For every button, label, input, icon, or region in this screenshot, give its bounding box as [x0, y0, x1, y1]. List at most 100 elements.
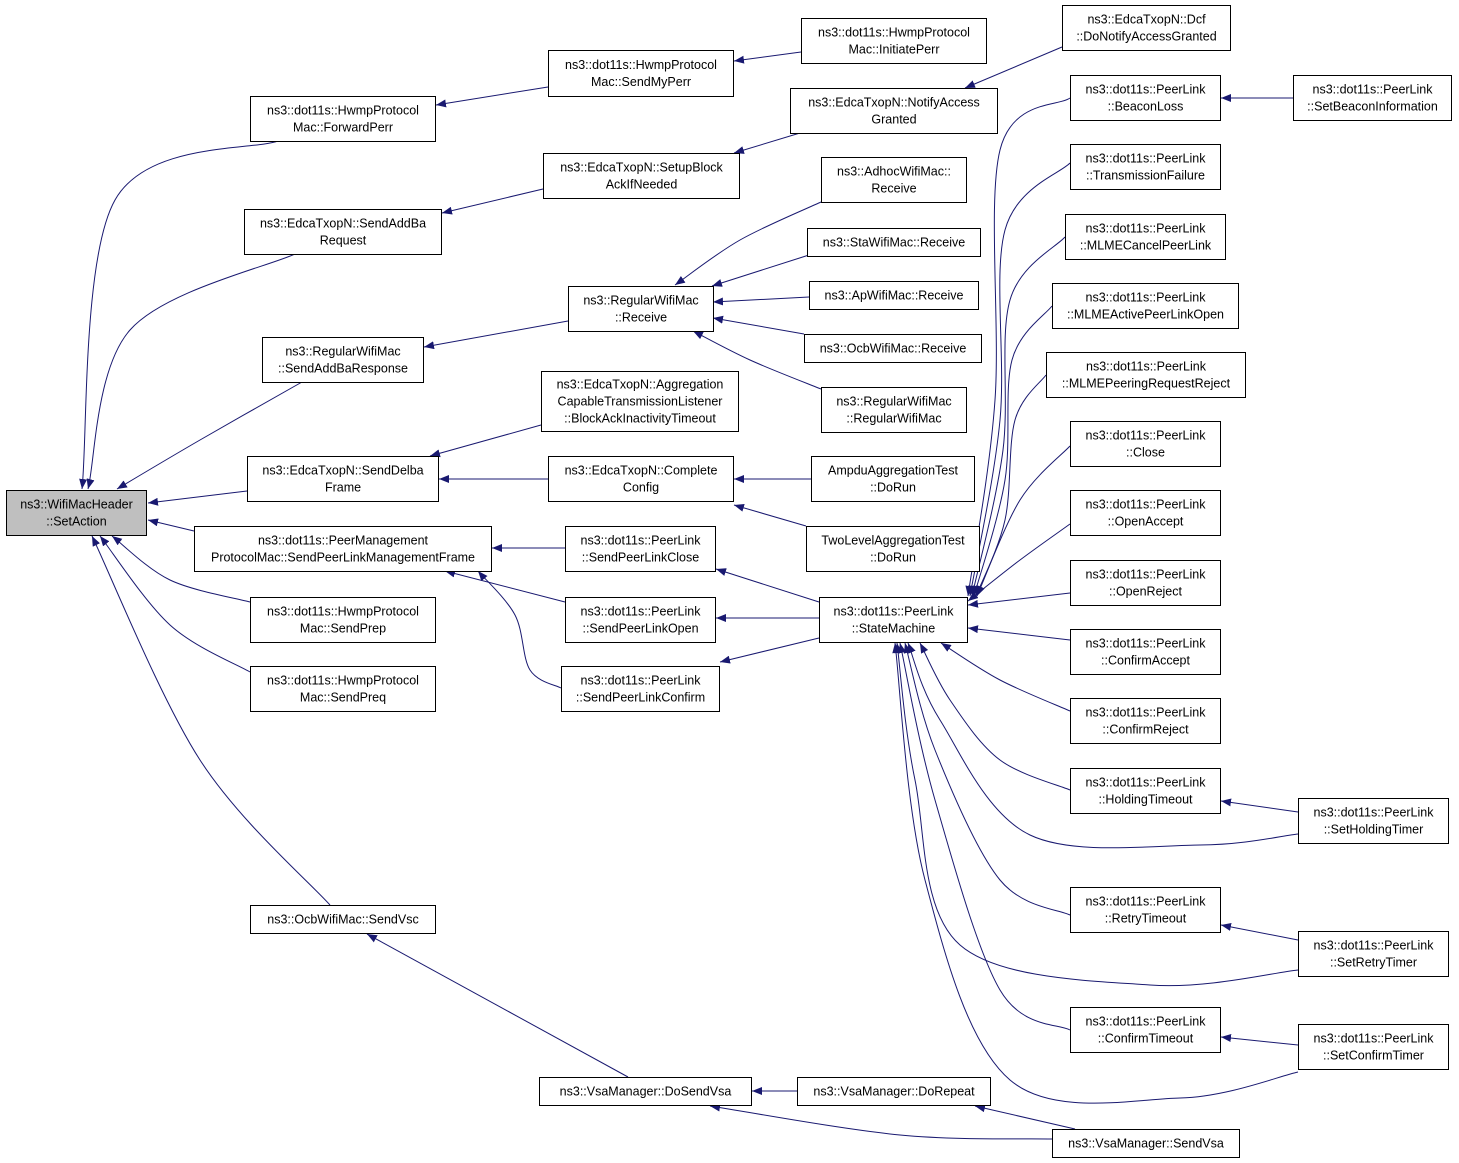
node-statemachine[interactable]: ns3::dot11s::PeerLink::StateMachine: [819, 597, 968, 643]
node-label: ::OpenReject: [1109, 585, 1182, 599]
node-box: [262, 337, 424, 383]
node-root[interactable]: ns3::WifiMacHeader::SetAction: [6, 490, 147, 536]
node-mlmeactive[interactable]: ns3::dot11s::PeerLink::MLMEActivePeerLin…: [1052, 283, 1239, 329]
node-label: ns3::EdcaTxopN::SendDelba: [262, 464, 423, 478]
node-confirmtimeout[interactable]: ns3::dot11s::PeerLink::ConfirmTimeout: [1070, 1007, 1221, 1053]
node-label: ns3::dot11s::PeerLink: [581, 605, 702, 619]
node-box: [801, 18, 987, 64]
node-label: ProtocolMac::SendPeerLinkManagementFrame: [211, 551, 475, 565]
edge-mlmepeering-to-statemachine: [975, 374, 1047, 597]
node-ocbsendvsc[interactable]: ns3::OcbWifiMac::SendVsc: [250, 905, 436, 934]
node-regctor[interactable]: ns3::RegularWifiMac::RegularWifiMac: [821, 387, 967, 433]
node-aprecv[interactable]: ns3::ApWifiMac::Receive: [809, 281, 979, 310]
node-fwdperr[interactable]: ns3::dot11s::HwmpProtocolMac::ForwardPer…: [250, 96, 436, 142]
node-label: Request: [320, 234, 367, 248]
node-box: [1062, 5, 1231, 51]
node-notifyaccess[interactable]: ns3::EdcaTxopN::NotifyAccessGranted: [790, 88, 998, 134]
node-label: ::SendAddBaResponse: [278, 362, 408, 376]
node-label: ns3::StaWifiMac::Receive: [823, 236, 965, 250]
node-splconfirm[interactable]: ns3::dot11s::PeerLink::SendPeerLinkConfi…: [561, 666, 720, 712]
node-setretry[interactable]: ns3::dot11s::PeerLink::SetRetryTimer: [1298, 931, 1449, 977]
node-box: [809, 281, 979, 310]
edge-sendmyperr-to-fwdperr: [435, 86, 549, 108]
node-box: [1046, 352, 1246, 398]
node-label: ::SendPeerLinkConfirm: [576, 691, 705, 705]
node-mlmepeering[interactable]: ns3::dot11s::PeerLink::MLMEPeeringReques…: [1046, 352, 1246, 398]
node-label: ns3::VsaManager::SendVsa: [1068, 1137, 1224, 1151]
node-adhocrecv[interactable]: ns3::AdhocWifiMac::Receive: [821, 157, 967, 203]
edge-statemachine-to-splconfirm: [719, 637, 820, 664]
node-openaccept[interactable]: ns3::dot11s::PeerLink::OpenAccept: [1070, 490, 1221, 536]
node-box: [1298, 1024, 1449, 1070]
node-label: Mac::ForwardPerr: [293, 121, 393, 135]
node-starecv[interactable]: ns3::StaWifiMac::Receive: [807, 228, 981, 257]
node-box: [1070, 887, 1221, 933]
node-label: ::ConfirmAccept: [1101, 654, 1190, 668]
node-label: ns3::RegularWifiMac: [836, 395, 951, 409]
node-dorepeat[interactable]: ns3::VsaManager::DoRepeat: [797, 1077, 991, 1106]
node-sendplmf[interactable]: ns3::dot11s::PeerManagementProtocolMac::…: [194, 526, 492, 572]
node-setbeacon[interactable]: ns3::dot11s::PeerLink::SetBeaconInformat…: [1293, 75, 1452, 121]
node-label: Mac::SendPrep: [300, 622, 386, 636]
nodes-layer: ns3::WifiMacHeader::SetActionns3::dot11s…: [6, 5, 1452, 1158]
node-label: ns3::dot11s::PeerLink: [1086, 429, 1207, 443]
node-label: ::MLMEActivePeerLinkOpen: [1067, 308, 1224, 322]
node-openreject[interactable]: ns3::dot11s::PeerLink::OpenReject: [1070, 560, 1221, 606]
node-ampdutest[interactable]: AmpduAggregationTest::DoRun: [811, 456, 975, 502]
node-label: ns3::EdcaTxopN::NotifyAccess: [808, 96, 980, 110]
node-mlmecancel[interactable]: ns3::dot11s::PeerLink::MLMECancelPeerLin…: [1065, 214, 1226, 260]
node-retrytimeout[interactable]: ns3::dot11s::PeerLink::RetryTimeout: [1070, 887, 1221, 933]
node-dcfnotify[interactable]: ns3::EdcaTxopN::Dcf::DoNotifyAccessGrant…: [1062, 5, 1231, 51]
edge-splconfirm-to-sendplmf: [477, 570, 562, 689]
node-holdingtimeout[interactable]: ns3::dot11s::PeerLink::HoldingTimeout: [1070, 768, 1221, 814]
node-box: [250, 905, 436, 934]
node-regreceive[interactable]: ns3::RegularWifiMac::Receive: [568, 286, 714, 332]
node-splopen[interactable]: ns3::dot11s::PeerLink::SendPeerLinkOpen: [565, 597, 716, 643]
node-label: ::OpenAccept: [1108, 515, 1184, 529]
node-label: Config: [623, 481, 659, 495]
node-label: ns3::ApWifiMac::Receive: [825, 289, 964, 303]
node-label: ns3::EdcaTxopN::SendAddBa: [260, 217, 426, 231]
edge-confirmreject-to-statemachine: [940, 642, 1071, 712]
node-box: [1070, 144, 1221, 190]
node-box: [539, 1077, 752, 1106]
edges-layer: [79, 46, 1299, 1140]
node-label: Mac::InitiatePerr: [848, 43, 939, 57]
node-label: ns3::dot11s::HwmpProtocol: [267, 605, 419, 619]
node-twoleveltest[interactable]: TwoLevelAggregationTest::DoRun: [806, 526, 980, 572]
node-beaconloss[interactable]: ns3::dot11s::PeerLink::BeaconLoss: [1070, 75, 1221, 121]
node-dosendvsa[interactable]: ns3::VsaManager::DoSendVsa: [539, 1077, 752, 1106]
edge-aprecv-to-regreceive: [712, 296, 810, 306]
node-txfailure[interactable]: ns3::dot11s::PeerLink::TransmissionFailu…: [1070, 144, 1221, 190]
node-box: [565, 597, 716, 643]
node-setholding[interactable]: ns3::dot11s::PeerLink::SetHoldingTimer: [1298, 798, 1449, 844]
node-label: ns3::dot11s::PeerLink: [1314, 806, 1435, 820]
node-sendaddbaresp[interactable]: ns3::RegularWifiMac::SendAddBaResponse: [262, 337, 424, 383]
node-label: ns3::dot11s::PeerLink: [1086, 568, 1207, 582]
node-box: [811, 456, 975, 502]
node-setconfirm[interactable]: ns3::dot11s::PeerLink::SetConfirmTimer: [1298, 1024, 1449, 1070]
node-initiateperr[interactable]: ns3::dot11s::HwmpProtocolMac::InitiatePe…: [801, 18, 987, 64]
node-label: ns3::dot11s::PeerLink: [1086, 895, 1207, 909]
node-ocbrecv[interactable]: ns3::OcbWifiMac::Receive: [804, 334, 982, 363]
node-label: AmpduAggregationTest: [828, 464, 958, 478]
edge-sendplmf-to-root: [147, 518, 195, 532]
edge-close-to-statemachine: [976, 445, 1071, 597]
node-aggrlistener[interactable]: ns3::EdcaTxopN::AggregationCapableTransm…: [541, 371, 739, 432]
node-label: ns3::dot11s::HwmpProtocol: [565, 58, 717, 72]
node-confirmreject[interactable]: ns3::dot11s::PeerLink::ConfirmReject: [1070, 698, 1221, 744]
node-sendvsa[interactable]: ns3::VsaManager::SendVsa: [1052, 1129, 1240, 1158]
node-label: ::DoRun: [870, 551, 916, 565]
node-label: ns3::VsaManager::DoRepeat: [813, 1085, 975, 1099]
node-close[interactable]: ns3::dot11s::PeerLink::Close: [1070, 421, 1221, 467]
node-label: ns3::dot11s::PeerLink: [581, 674, 702, 688]
node-splclose[interactable]: ns3::dot11s::PeerLink::SendPeerLinkClose: [565, 526, 716, 572]
node-confirmaccept[interactable]: ns3::dot11s::PeerLink::ConfirmAccept: [1070, 629, 1221, 675]
